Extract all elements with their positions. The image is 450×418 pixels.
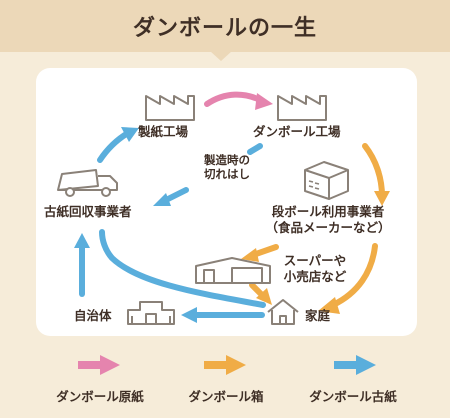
store-icon bbox=[195, 257, 271, 284]
flow-arrow-business-to-store bbox=[241, 244, 279, 262]
flow-arrow-municipality-to-collector bbox=[74, 233, 90, 297]
business-line-2: （食品メーカーなど） bbox=[265, 219, 391, 235]
scraps-line-1: 製造時の bbox=[204, 153, 250, 167]
flow-arrow-paper-to-factory bbox=[204, 91, 273, 110]
flow-arrow-collector-to-paper bbox=[97, 127, 139, 163]
flow-arrow-scraps-to-collector bbox=[153, 143, 263, 206]
node-municipality: 自治体 bbox=[74, 308, 112, 323]
node-paper-mill: 製紙工場 bbox=[138, 124, 189, 139]
house-icon bbox=[267, 299, 299, 325]
banner-notch bbox=[210, 51, 232, 61]
page-title: ダンボールの一生 bbox=[132, 16, 317, 41]
node-manufacturing-scraps: 製造時の 切れはし bbox=[193, 153, 261, 182]
legend-label-box: ダンボール箱 bbox=[188, 389, 264, 404]
legend-arrow-pink bbox=[78, 355, 120, 375]
node-user-business: 段ボール利用事業者 （食品メーカーなど） bbox=[254, 204, 402, 235]
flow-arrow-household-to-municipality bbox=[181, 307, 265, 323]
scraps-line-2: 切れはし bbox=[204, 167, 250, 182]
node-collector: 古紙回収事業者 bbox=[44, 204, 132, 219]
node-household: 家庭 bbox=[305, 308, 331, 323]
node-supermarket: スーパーや 小売店など bbox=[277, 253, 353, 284]
municipal-building-icon bbox=[127, 301, 175, 325]
flow-arrow-factory-to-business bbox=[362, 143, 390, 206]
legend-label-used-paper: ダンボール古紙 bbox=[309, 389, 397, 404]
store-line-2: 小売店など bbox=[283, 268, 347, 284]
legend-label-base-paper: ダンボール原紙 bbox=[56, 389, 144, 404]
legend-arrow-orange bbox=[204, 355, 246, 375]
flow-arrow-business-to-household bbox=[318, 243, 378, 314]
factory-icon bbox=[277, 95, 327, 121]
store-line-1: スーパーや bbox=[283, 253, 347, 268]
flow-arrow-store-to-household bbox=[249, 282, 272, 305]
legend-arrow-blue bbox=[334, 355, 376, 375]
box-icon bbox=[304, 161, 349, 200]
title-banner bbox=[0, 0, 450, 52]
flow-arrow-household-to-collector bbox=[99, 229, 266, 308]
node-cardboard-factory: ダンボール工場 bbox=[253, 124, 341, 139]
truck-icon bbox=[57, 169, 118, 197]
business-line-1: 段ボール利用事業者 bbox=[271, 204, 385, 219]
factory-icon bbox=[145, 95, 195, 121]
